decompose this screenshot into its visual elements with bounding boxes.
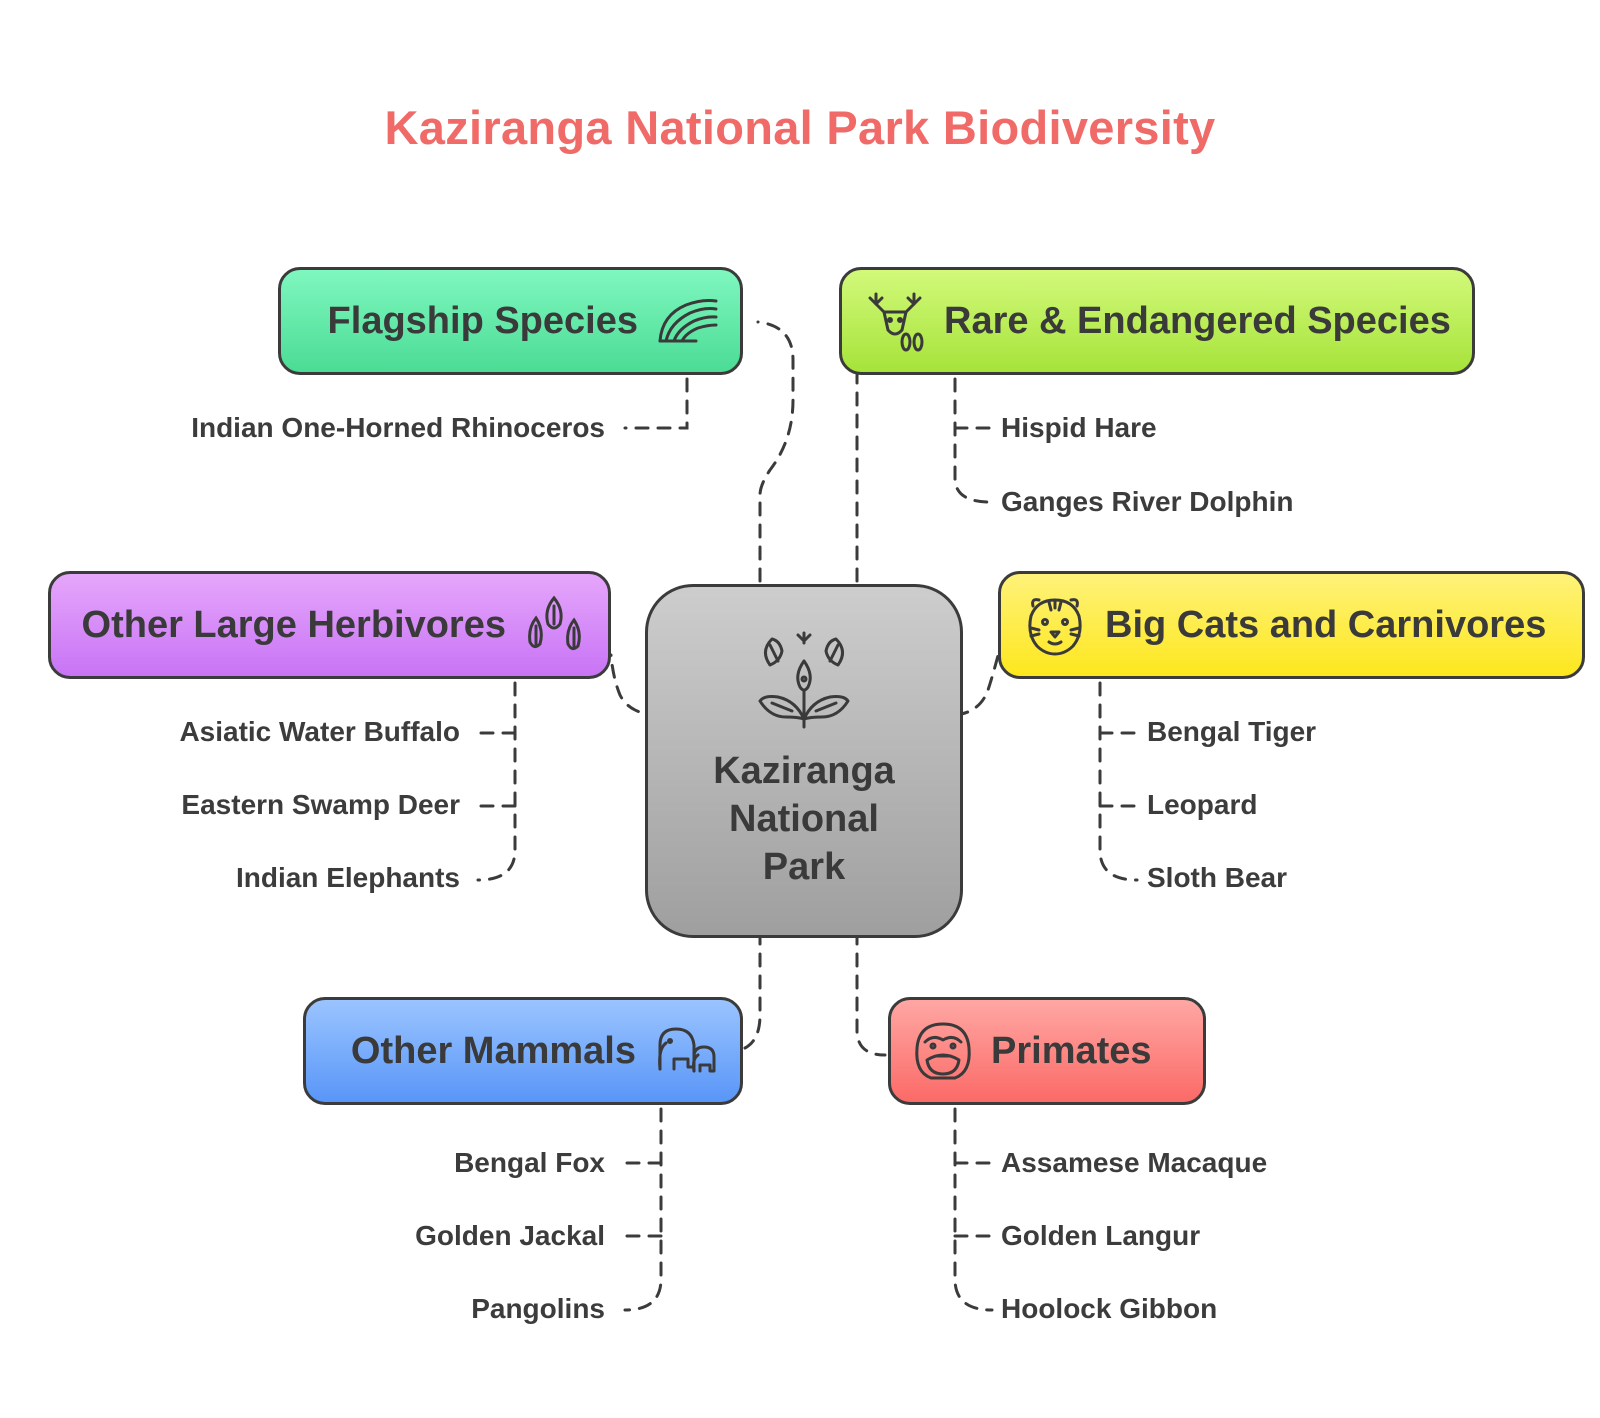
category-label: Other Large Herbivores	[81, 603, 506, 646]
branch-carnivores	[1098, 681, 1139, 882]
branch-rare	[953, 377, 992, 504]
list-item: Eastern Swamp Deer	[181, 789, 460, 820]
center-node: Kaziranga National Park	[645, 584, 963, 938]
connector-carnivores	[954, 646, 1002, 717]
category-other-large-herbivores: Other Large Herbivores	[48, 571, 611, 679]
category-label: Primates	[991, 1029, 1152, 1072]
tiger-icon	[1028, 598, 1082, 656]
center-label: Kaziranga National Park	[713, 750, 895, 888]
plant-icon	[758, 631, 850, 729]
list-item: Bengal Fox	[454, 1147, 605, 1178]
leaves-icon	[528, 595, 581, 651]
list-item: Golden Jackal	[415, 1220, 605, 1251]
connector-herbivores	[609, 653, 662, 717]
connector-primates	[855, 908, 887, 1057]
category-big-cats-and-carnivores: Big Cats and Carnivores	[998, 571, 1585, 679]
connector-rare	[855, 330, 882, 627]
connector-flagship	[756, 320, 795, 627]
branch-mammals	[623, 1107, 663, 1312]
list-item: Leopard	[1147, 789, 1258, 820]
category-primates: Primates	[888, 997, 1206, 1105]
deer-icon	[868, 292, 924, 352]
list-item: Bengal Tiger	[1147, 716, 1317, 747]
category-label: Big Cats and Carnivores	[1105, 603, 1547, 646]
branch-herbivores	[476, 681, 517, 882]
list-item: Ganges River Dolphin	[1001, 486, 1294, 517]
page-title: Kaziranga National Park Biodiversity	[384, 101, 1216, 154]
category-other-mammals: Other Mammals	[303, 997, 743, 1105]
rhino-horn-icon	[658, 299, 718, 343]
list-item: Assamese Macaque	[1001, 1147, 1268, 1178]
branch-primates	[953, 1107, 994, 1312]
list-item: Sloth Bear	[1147, 862, 1288, 893]
category-label: Rare & Endangered Species	[944, 299, 1451, 342]
gorilla-icon	[915, 1022, 971, 1080]
category-label: Other Mammals	[350, 1029, 636, 1072]
connector-mammals	[743, 908, 762, 1050]
category-flagship-species: Flagship Species	[278, 267, 743, 375]
category-label: Flagship Species	[327, 299, 638, 342]
branch-flagship	[623, 377, 689, 430]
list-item: Asiatic Water Buffalo	[179, 716, 460, 747]
list-item: Indian One-Horned Rhinoceros	[191, 412, 605, 443]
list-item: Hispid Hare	[1001, 412, 1157, 443]
list-item: Indian Elephants	[235, 862, 460, 893]
list-item: Golden Langur	[1001, 1220, 1201, 1251]
category-rare-endangered-species: Rare & Endangered Species	[839, 267, 1475, 375]
list-item: Pangolins	[471, 1293, 605, 1324]
elephant-icon	[658, 1027, 716, 1073]
list-item: Hoolock Gibbon	[1001, 1293, 1218, 1324]
